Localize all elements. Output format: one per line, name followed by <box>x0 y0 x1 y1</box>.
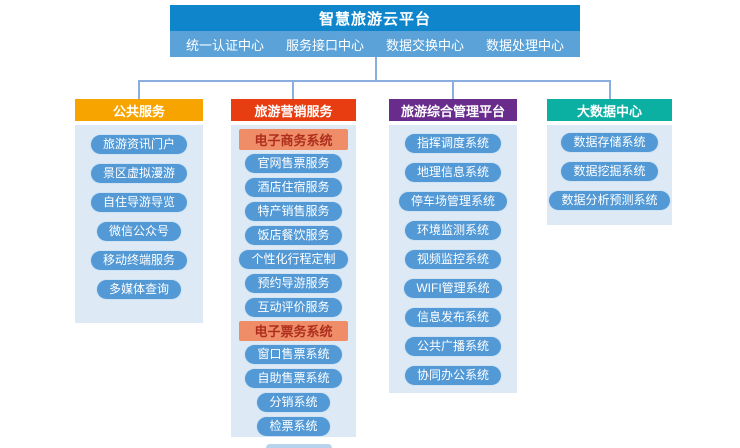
center-auth: 统一认证中心 <box>186 37 265 53</box>
node-ticket-check-system: 检票系统 <box>256 416 331 437</box>
column-big-data-center: 大数据中心 数据存储系统 数据挖掘系统 数据分析预测系统 <box>547 99 672 225</box>
node-mobile-terminal: 移动终端服务 <box>89 250 188 271</box>
panel-marketing-services: 电子商务系统 官网售票服务 酒店住宿服务 特产销售服务 饭店餐饮服务 个性化行程… <box>231 125 356 437</box>
node-virtual-tour: 景区虚拟漫游 <box>89 163 188 184</box>
node-official-ticketing: 官网售票服务 <box>244 152 343 174</box>
node-self-guide: 自住导游导览 <box>89 192 188 213</box>
column-header-public-services: 公共服务 <box>75 99 203 121</box>
panel-big-data-center: 数据存储系统 数据挖掘系统 数据分析预测系统 <box>547 125 672 225</box>
platform-title-bar: 智慧旅游云平台 <box>170 5 580 31</box>
column-management-platform: 旅游综合管理平台 指挥调度系统 地理信息系统 停车场管理系统 环境监测系统 视频… <box>389 99 517 393</box>
node-command-dispatch: 指挥调度系统 <box>403 133 502 154</box>
center-data-exchange: 数据交换中心 <box>385 37 464 53</box>
node-wifi-management: WIFI管理系统 <box>403 278 503 299</box>
panel-public-services: 旅游资讯门户 景区虚拟漫游 自住导游导览 微信公众号 移动终端服务 多媒体查询 <box>75 125 203 323</box>
panel-management-platform: 指挥调度系统 地理信息系统 停车场管理系统 环境监测系统 视频监控系统 WIFI… <box>389 125 517 393</box>
node-restaurant-dining: 饭店餐饮服务 <box>244 224 343 246</box>
node-parking-management: 停车场管理系统 <box>397 191 508 212</box>
node-environment-monitoring: 环境监测系统 <box>403 220 502 241</box>
node-info-publishing: 信息发布系统 <box>403 307 502 328</box>
node-guide-booking: 预约导游服务 <box>244 272 343 294</box>
node-multimedia-query: 多媒体查询 <box>95 279 182 300</box>
connector-horizontal <box>138 80 611 82</box>
column-header-management-platform: 旅游综合管理平台 <box>389 99 517 121</box>
node-data-analysis-forecast: 数据分析预测系统 <box>548 190 671 211</box>
node-wechat-account: 微信公众号 <box>95 221 182 242</box>
center-data-processing: 数据处理中心 <box>485 37 564 53</box>
platform-title: 智慧旅游云平台 <box>318 10 431 28</box>
connector-stub <box>375 57 377 82</box>
node-window-ticketing: 窗口售票系统 <box>244 344 343 365</box>
node-collaborative-office: 协同办公系统 <box>403 365 502 386</box>
connector-drop-1 <box>138 80 140 99</box>
connector-drop-3 <box>452 80 454 99</box>
node-video-surveillance: 视频监控系统 <box>403 249 502 270</box>
column-marketing-services: 旅游营销服务 电子商务系统 官网售票服务 酒店住宿服务 特产销售服务 饭店餐饮服… <box>231 99 356 437</box>
node-tourism-info-portal: 旅游资讯门户 <box>89 134 188 155</box>
node-gis-system: 地理信息系统 <box>403 162 502 183</box>
node-self-service-ticketing: 自助售票系统 <box>244 368 343 389</box>
node-interactive-review: 互动评价服务 <box>244 296 343 318</box>
platform-centers-bar: 统一认证中心 服务接口中心 数据交换中心 数据处理中心 <box>170 31 580 57</box>
node-public-broadcast: 公共广播系统 <box>403 336 502 357</box>
node-data-storage: 数据存储系统 <box>560 132 659 153</box>
center-service-api: 服务接口中心 <box>285 37 364 53</box>
node-distribution-system: 分销系统 <box>256 392 331 413</box>
node-personalized-itinerary: 个性化行程定制 <box>238 248 349 270</box>
connector-drop-2 <box>292 80 294 99</box>
cropped-pill-fragment <box>266 444 332 448</box>
node-hotel-lodging: 酒店住宿服务 <box>244 176 343 198</box>
node-specialty-sales: 特产销售服务 <box>244 200 343 222</box>
column-public-services: 公共服务 旅游资讯门户 景区虚拟漫游 自住导游导览 微信公众号 移动终端服务 多… <box>75 99 203 323</box>
column-header-marketing-services: 旅游营销服务 <box>231 99 356 121</box>
column-header-big-data-center: 大数据中心 <box>547 99 672 121</box>
node-data-mining: 数据挖掘系统 <box>560 161 659 182</box>
connector-drop-4 <box>609 80 611 99</box>
subheader-eticketing-system: 电子票务系统 <box>239 320 348 341</box>
subheader-ecommerce-system: 电子商务系统 <box>239 129 348 150</box>
